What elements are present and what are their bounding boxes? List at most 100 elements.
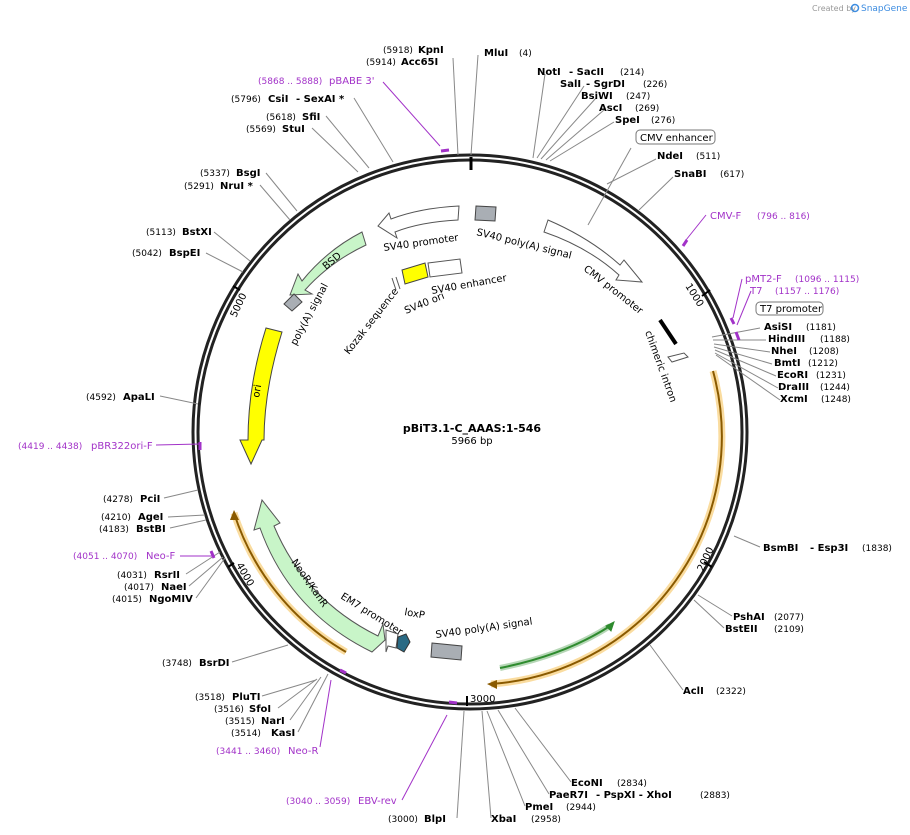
enzyme-pos-naei: (4017) bbox=[124, 583, 154, 593]
small-feature-arrow bbox=[667, 352, 689, 363]
enzyme-pspxi-xhoi[interactable]: - PspXI - XhoI bbox=[596, 790, 672, 801]
enzyme-stui[interactable]: StuI bbox=[282, 124, 305, 135]
insert-arrow bbox=[490, 370, 723, 685]
enzyme-agei[interactable]: AgeI bbox=[138, 512, 163, 523]
enzyme-pluti[interactable]: PluTI bbox=[232, 692, 260, 703]
enzyme-asisi[interactable]: AsiSI bbox=[764, 322, 792, 333]
enzyme-acli[interactable]: AclI bbox=[683, 686, 704, 697]
primer-range-neo-f: (4051 .. 4070) bbox=[73, 552, 137, 562]
primer-ebv-rev[interactable]: EBV-rev bbox=[358, 796, 397, 807]
enzyme-sfii[interactable]: SfiI bbox=[302, 112, 320, 123]
enzyme-bmti[interactable]: BmtI bbox=[774, 358, 801, 369]
enzyme-pos-bsiwi: (247) bbox=[626, 92, 650, 102]
kozak-marker-1 bbox=[391, 277, 397, 291]
enzyme-ecori[interactable]: EcoRI bbox=[777, 370, 808, 381]
enzyme-pos-ndei: (511) bbox=[696, 152, 720, 162]
ori-arrow bbox=[239, 327, 283, 466]
enzyme-ndei[interactable]: NdeI bbox=[657, 151, 683, 162]
enzyme-pos-sfii: (5618) bbox=[266, 113, 296, 123]
enzyme-paer7i[interactable]: PaeR7I bbox=[549, 790, 588, 801]
enzyme-pos-noti: (214) bbox=[620, 68, 644, 78]
enzyme-pos-hindiii: (1188) bbox=[820, 335, 850, 345]
enzyme-econi[interactable]: EcoNI bbox=[571, 778, 603, 789]
enzyme-rsrii[interactable]: RsrII bbox=[154, 570, 180, 581]
enzyme-pos-bsgi: (5337) bbox=[200, 169, 230, 179]
enzyme-bsmbi[interactable]: BsmBI bbox=[763, 543, 798, 554]
enzyme-pos-nhei: (1208) bbox=[809, 347, 839, 357]
enzyme-pos-pluti: (3518) bbox=[195, 693, 225, 703]
enzyme-sacii[interactable]: - SacII bbox=[569, 67, 604, 78]
primer-t7[interactable]: T7 bbox=[749, 286, 762, 297]
polya-signal-box bbox=[283, 293, 303, 312]
enzyme-blpi[interactable]: BlpI bbox=[424, 814, 446, 825]
enzyme-kpni[interactable]: KpnI bbox=[418, 45, 444, 56]
enzyme-spei[interactable]: SpeI bbox=[615, 115, 640, 126]
enzyme-esp3i[interactable]: - Esp3I bbox=[810, 543, 848, 554]
cmv-promoter-label: CMV promoter bbox=[581, 264, 645, 318]
enzyme-pos-rsrii: (4031) bbox=[117, 571, 147, 581]
tick-3000: 3000 bbox=[466, 694, 495, 706]
enzyme-pos-ecori: (1231) bbox=[816, 371, 846, 381]
enzyme-nari[interactable]: NarI bbox=[261, 716, 285, 727]
enzyme-pos-bsteii: (2109) bbox=[774, 625, 804, 635]
enzyme-pos-xbai: (2958) bbox=[531, 815, 561, 825]
enzyme-pshai[interactable]: PshAI bbox=[733, 612, 765, 623]
enzyme-snabi[interactable]: SnaBI bbox=[674, 169, 706, 180]
enzyme-pcii[interactable]: PciI bbox=[140, 494, 160, 505]
primer-pmt2-f[interactable]: pMT2-F bbox=[745, 274, 782, 285]
enzyme-apali[interactable]: ApaLI bbox=[123, 392, 155, 403]
primer-neo-r[interactable]: Neo-R bbox=[288, 746, 319, 757]
svg-text:5000: 5000 bbox=[229, 292, 250, 320]
sv40-polya-bottom-label: SV40 poly(A) signal bbox=[435, 616, 533, 640]
backbone-outer-ring bbox=[191, 153, 749, 711]
enzyme-xbai[interactable]: XbaI bbox=[491, 814, 516, 825]
enzyme-sfoi[interactable]: SfoI bbox=[249, 704, 271, 715]
enzyme-xcmi[interactable]: XcmI bbox=[780, 394, 808, 405]
enzyme-pos-snabi: (617) bbox=[720, 170, 744, 180]
enzyme-pos-bsrdi: (3748) bbox=[162, 659, 192, 669]
enzyme-pmei[interactable]: PmeI bbox=[525, 802, 553, 813]
snapgene-logo-icon bbox=[850, 3, 860, 13]
loxp-marker bbox=[396, 633, 411, 653]
enzyme-bstxi[interactable]: BstXI bbox=[182, 227, 212, 238]
enzyme-leaders bbox=[159, 54, 781, 819]
enzyme-hindiii[interactable]: HindIII bbox=[768, 334, 805, 345]
enzyme-nhei[interactable]: NheI bbox=[771, 346, 797, 357]
enzyme-acc65i[interactable]: Acc65I bbox=[401, 57, 438, 68]
enzyme-bsgi[interactable]: BsgI bbox=[236, 168, 260, 179]
enzyme-csii[interactable]: CsiI bbox=[268, 94, 288, 105]
enzyme-pos-stui: (5569) bbox=[246, 125, 276, 135]
enzyme-bstbi[interactable]: BstBI bbox=[136, 524, 166, 535]
plasmid-name: pBiT3.1-C_AAAS:1-546 bbox=[403, 422, 542, 435]
enzyme-pos-bspei: (5042) bbox=[132, 249, 162, 259]
enzyme-kasi[interactable]: KasI bbox=[271, 728, 295, 739]
enzyme-naei[interactable]: NaeI bbox=[161, 582, 187, 593]
primer-cmv-f[interactable]: CMV-F bbox=[710, 211, 741, 222]
enzyme-sexai[interactable]: - SexAI * bbox=[296, 94, 345, 105]
enzyme-bspei[interactable]: BspEI bbox=[169, 248, 200, 259]
enzyme-ngomiv[interactable]: NgoMIV bbox=[149, 594, 193, 605]
enzyme-sali[interactable]: SalI bbox=[560, 79, 581, 90]
tick-2000: 2000 bbox=[696, 546, 717, 574]
primer-pbabe3[interactable]: pBABE 3' bbox=[329, 76, 375, 87]
enzyme-bsiwi[interactable]: BsiWI bbox=[581, 91, 613, 102]
enzyme-bsteii[interactable]: BstEII bbox=[725, 624, 758, 635]
sv40-promoter-arrow bbox=[377, 205, 460, 240]
enzyme-draiii[interactable]: DraIII bbox=[778, 382, 809, 393]
enzyme-pos-xcmi: (1248) bbox=[821, 395, 851, 405]
primer-neo-f[interactable]: Neo-F bbox=[146, 551, 176, 562]
enzyme-nrui[interactable]: NruI * bbox=[220, 181, 254, 192]
enzyme-pos-bstbi: (4183) bbox=[99, 525, 129, 535]
enzyme-pos-pmei: (2944) bbox=[566, 803, 596, 813]
enzyme-bsrdi[interactable]: BsrDI bbox=[199, 658, 230, 669]
enzyme-mlui[interactable]: MluI bbox=[484, 48, 508, 59]
enzyme-pos-agei: (4210) bbox=[101, 513, 131, 523]
primer-marks bbox=[198, 148, 741, 705]
enzyme-noti[interactable]: NotI bbox=[537, 67, 561, 78]
primer-pbr322ori-f[interactable]: pBR322ori-F bbox=[91, 441, 153, 452]
enzyme-pos-asisi: (1181) bbox=[806, 323, 836, 333]
enzyme-asci[interactable]: AscI bbox=[599, 103, 622, 114]
enzyme-sgrdi[interactable]: - SgrDI bbox=[586, 79, 625, 90]
t7-promoter-box: T7 promoter bbox=[755, 301, 824, 316]
